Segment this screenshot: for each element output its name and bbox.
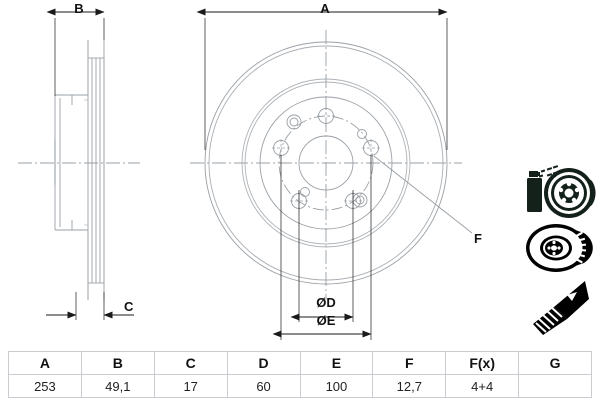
dim-d-extension-lines [298, 190, 354, 322]
dim-label-e: ØE [316, 313, 336, 328]
specification-table: A B C D E F F(x) G 253 49,1 17 60 100 12… [8, 351, 592, 398]
f-leader-line [373, 155, 473, 234]
table-row: 253 49,1 17 60 100 12,7 4+4 [8, 374, 592, 398]
brake-disc-drawing [18, 8, 473, 340]
table-cell-d: 60 [226, 374, 301, 398]
table-cell-fx: 4+4 [445, 374, 520, 398]
dim-label-d: ØD [316, 295, 336, 310]
dim-b-extension-lines [54, 18, 105, 96]
dim-c-extension-lines [75, 292, 105, 320]
table-cell-a: 253 [8, 374, 82, 398]
table-header-f: F [372, 351, 447, 375]
dim-label-b: B [74, 1, 84, 16]
table-cell-b: 49,1 [80, 374, 155, 398]
table-header-e: E [299, 351, 374, 375]
dim-label-a: A [320, 1, 330, 16]
vented-brake-disc-icon [526, 224, 593, 272]
countersunk-screw-icon [533, 281, 589, 335]
table-cell-f: 12,7 [372, 374, 447, 398]
table-header-c: C [153, 351, 228, 375]
table-header-fx: F(x) [445, 351, 520, 375]
table-cell-e: 100 [299, 374, 374, 398]
table-header-g: G [518, 351, 592, 375]
dim-a-extension-lines [204, 18, 448, 150]
table-header-a: A [8, 351, 82, 375]
table-cell-g [518, 374, 592, 398]
table-header-b: B [80, 351, 155, 375]
table-cell-c: 17 [153, 374, 228, 398]
dim-e-extension-lines [280, 155, 372, 340]
dim-label-c: C [124, 299, 134, 314]
dim-label-f: F [474, 231, 482, 246]
spray-can-disc-icon [527, 165, 596, 218]
face-view-centerlines [190, 30, 462, 300]
balance-holes [300, 129, 367, 197]
table-header-row: A B C D E F F(x) G [8, 351, 592, 375]
side-section-view [54, 40, 105, 300]
table-header-d: D [226, 351, 301, 375]
